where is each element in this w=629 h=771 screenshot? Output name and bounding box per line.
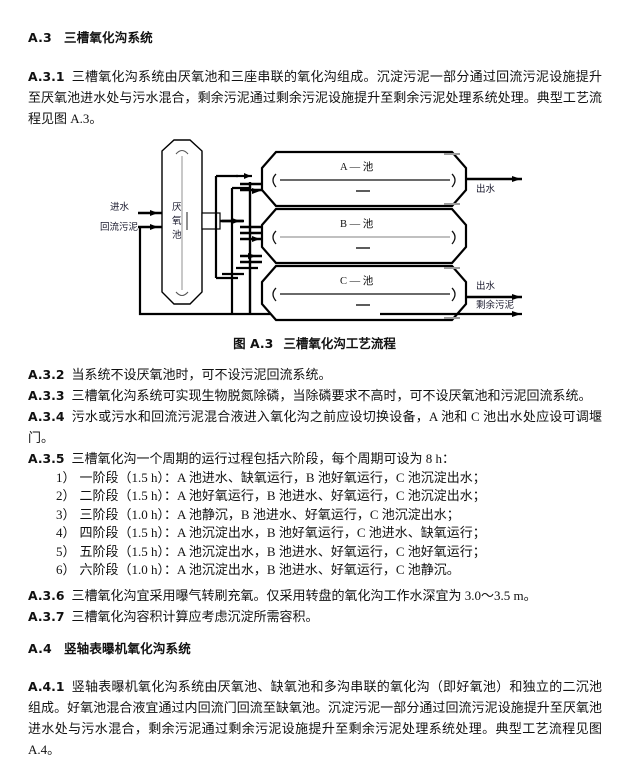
waste-sludge-label: 剩余污泥 xyxy=(476,299,515,311)
clause-label-a32: A.3.2 xyxy=(28,367,65,382)
clause-text-a41: 竖轴表曝机氧化沟系统由厌氧池、缺氧池和多沟串联的氧化沟（即好氧池）和独立的二沉池… xyxy=(28,679,602,757)
list-item-index: 4） xyxy=(56,525,76,541)
clause-label-a33: A.3.3 xyxy=(28,388,65,403)
branch-stubs-tank-c xyxy=(222,253,262,276)
list-item-text: 四阶段（1.5 h）：A 池沉淀出水，B 池好氧运行，C 池进水、缺氧运行； xyxy=(79,525,486,541)
anaerobic-tank-label-char2: 氧 xyxy=(172,215,182,227)
list-item-text: 三阶段（1.0 h）：A 池静沉，B 池进水、好氧运行，C 池沉淀出水； xyxy=(79,506,460,522)
clause-a36: A.3.6 三槽氧化沟宜采用曝气转刷充氧。仅采用转盘的氧化沟工作水深宜为 3.0～… xyxy=(28,585,608,606)
list-item-text: 六阶段（1.0 h）：A 池沉淀出水，B 池进水、好氧运行，C 池静沉。 xyxy=(79,562,460,578)
tank-c-label: C — 池 xyxy=(340,274,374,287)
return-sludge-line xyxy=(138,224,162,230)
branch-stubs-tank-a xyxy=(236,173,262,194)
list-item: 1）一阶段（1.5 h）：A 池进水、缺氧运行，B 池好氧运行，C 池沉淀出水； xyxy=(56,469,616,487)
section-number: A.4 xyxy=(28,641,52,656)
effluent-top-label: 出水 xyxy=(476,183,496,195)
list-item: 5）五阶段（1.5 h）：A 池沉淀出水，B 池进水、好氧运行，C 池好氧运行； xyxy=(56,543,616,561)
figure-a3: 厌 氧 池 进水 回流污泥 xyxy=(0,132,629,322)
clause-label-a34: A.3.4 xyxy=(28,409,65,424)
anaerobic-tank-label-char3: 池 xyxy=(172,229,182,241)
clause-a35: A.3.5 三槽氧化沟一个周期的运行过程包括六阶段，每个周期可设为 8 h： xyxy=(28,448,608,469)
phase-list: 1）一阶段（1.5 h）：A 池进水、缺氧运行，B 池好氧运行，C 池沉淀出水；… xyxy=(56,469,616,579)
clause-text-a31: 三槽氧化沟系统由厌氧池和三座串联的氧化沟组成。沉淀污泥一部分通过回流污泥设施提升… xyxy=(28,69,602,126)
figure-caption: 图 A.3 三槽氧化沟工艺流程 xyxy=(0,333,629,352)
list-item: 6）六阶段（1.0 h）：A 池沉淀出水，B 池进水、好氧运行，C 池静沉。 xyxy=(56,561,616,579)
clause-text-a32: 当系统不设厌氧池时，可不设污泥回流系统。 xyxy=(71,367,332,382)
clause-label-a36: A.3.6 xyxy=(28,588,65,603)
section-number: A.3 xyxy=(28,30,52,45)
branch-stubs-tank-b xyxy=(222,219,262,242)
clause-a32: A.3.2 当系统不设厌氧池时，可不设污泥回流系统。 xyxy=(28,364,608,385)
clause-text-a34: 污水或污水和回流污泥混合液进入氧化沟之前应设切换设备，A 池和 C 池出水处应设… xyxy=(28,409,602,445)
figure-caption-number: 图 A.3 xyxy=(233,336,274,351)
section-title: 三槽氧化沟系统 xyxy=(63,30,153,45)
tank-a-shape xyxy=(260,150,468,208)
list-item-index: 1） xyxy=(56,470,76,485)
list-item-text: 二阶段（1.5 h）：A 池好氧运行，B 池进水、好氧运行，C 池沉淀出水； xyxy=(79,488,486,504)
clause-label-a35: A.3.5 xyxy=(28,451,65,466)
return-sludge-label: 回流污泥 xyxy=(100,221,139,233)
tank-b-label: B — 池 xyxy=(340,217,374,230)
clause-a37: A.3.7 三槽氧化沟容积计算应考虑沉淀所需容积。 xyxy=(28,606,608,627)
section-heading-a3: A.3 三槽氧化沟系统 xyxy=(28,27,153,46)
effluent-bottom-label: 出水 xyxy=(476,280,496,292)
clause-text-a35: 三槽氧化沟一个周期的运行过程包括六阶段，每个周期可设为 8 h： xyxy=(71,451,455,466)
list-item-index: 5） xyxy=(56,543,76,559)
figure-caption-title: 三槽氧化沟工艺流程 xyxy=(283,336,396,351)
section-heading-a4: A.4 竖轴表曝机氧化沟系统 xyxy=(28,638,191,657)
clause-text-a37: 三槽氧化沟容积计算应考虑沉淀所需容积。 xyxy=(71,609,319,624)
clause-a33: A.3.3 三槽氧化沟系统可实现生物脱氮除磷，当除磷要求不高时，可不设厌氧池和污泥… xyxy=(28,385,608,406)
list-item-index: 6） xyxy=(56,562,76,578)
clause-label-a31: A.3.1 xyxy=(28,69,65,84)
list-item: 3）三阶段（1.0 h）：A 池静沉，B 池进水、好氧运行，C 池沉淀出水； xyxy=(56,506,616,524)
tank-b-shape xyxy=(260,207,468,265)
list-item-index: 3） xyxy=(56,506,76,522)
section-title: 竖轴表曝机氧化沟系统 xyxy=(63,641,191,656)
clause-label-a37: A.3.7 xyxy=(28,609,65,624)
waste-sludge-line xyxy=(380,311,522,317)
tank-c-shape xyxy=(260,264,468,322)
figure-a3-svg: 厌 氧 池 进水 回流污泥 xyxy=(100,139,522,322)
effluent-bottom-line xyxy=(466,294,522,300)
list-item-index: 2） xyxy=(56,488,76,504)
list-item: 2）二阶段（1.5 h）：A 池好氧运行，B 池进水、好氧运行，C 池沉淀出水； xyxy=(56,487,616,505)
list-item-text: 一阶段（1.5 h）：A 池进水、缺氧运行，B 池好氧运行，C 池沉淀出水； xyxy=(79,470,486,485)
effluent-top-line xyxy=(466,176,522,182)
influent-label: 进水 xyxy=(110,201,130,213)
tank-a-label: A — 池 xyxy=(340,160,374,173)
anaerobic-tank-shape xyxy=(161,139,203,305)
list-item: 4）四阶段（1.5 h）：A 池沉淀出水，B 池好氧运行，C 池进水、缺氧运行； xyxy=(56,524,616,542)
list-item-text: 五阶段（1.5 h）：A 池沉淀出水，B 池进水、好氧运行，C 池好氧运行； xyxy=(79,543,486,559)
distribution-manifold xyxy=(214,174,252,314)
clause-text-a33: 三槽氧化沟系统可实现生物脱氮除磷，当除磷要求不高时，可不设厌氧池和污泥回流系统。 xyxy=(71,388,592,403)
clause-label-a41: A.4.1 xyxy=(28,679,65,694)
influent-line xyxy=(138,210,162,216)
anaerobic-tank-label-char1: 厌 xyxy=(172,202,182,213)
clause-text-a36: 三槽氧化沟宜采用曝气转刷充氧。仅采用转盘的氧化沟工作水深宜为 3.0～3.5 m… xyxy=(71,588,537,603)
